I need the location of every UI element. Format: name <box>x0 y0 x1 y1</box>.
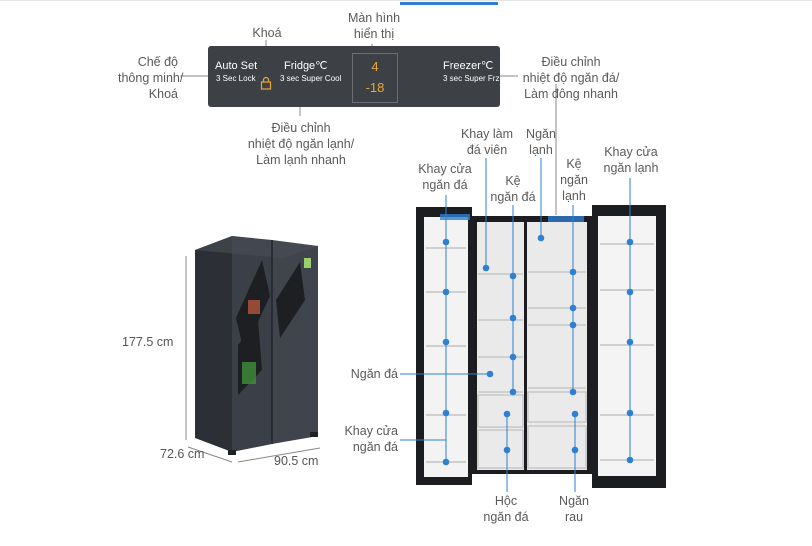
temperature-display: 4 -18 <box>352 53 398 103</box>
dimension-height: 177.5 cm <box>122 335 174 349</box>
active-tab-indicator <box>400 2 498 5</box>
freezer-temp-readout: -18 <box>365 80 385 95</box>
label-freezer-shelf: Kệ ngăn đá <box>490 174 536 204</box>
label-freezer-compartment: Ngăn đá <box>350 367 398 381</box>
label-freezer-adjust: Điều chỉnh nhiệt độ ngăn đá/ Làm đông nh… <box>522 55 620 101</box>
dimension-depth: 72.6 cm <box>160 447 205 461</box>
freezer-temp-sublabel: 3 sec Super Frz <box>443 74 500 83</box>
open-fridge-illustration <box>416 205 666 488</box>
dimension-lines <box>185 256 321 463</box>
freezer-temp-button[interactable]: Freezer℃ <box>443 60 494 72</box>
auto-set-button[interactable]: Auto Set <box>215 60 258 72</box>
label-lock: Khoá <box>252 26 282 40</box>
top-divider <box>0 0 812 1</box>
control-panel: Auto Set 3 Sec Lock Fridge℃ 3 sec Super … <box>208 46 500 107</box>
label-fridge-compartment: Ngăn lạnh <box>526 127 556 157</box>
label-ice-tray: Khay làm đá viên <box>460 127 514 157</box>
label-smart-mode: Chế độ thông minh/ Khoá <box>118 55 184 101</box>
callout-dots <box>442 234 634 466</box>
lock-icon <box>260 76 272 90</box>
label-freezer-box: Hộc ngăn đá <box>483 494 529 524</box>
label-display: Màn hình hiển thị <box>347 11 401 41</box>
label-freezer-door-tray-bottom: Khay cửa ngăn đá <box>344 424 398 454</box>
closed-fridge-illustration <box>195 236 318 455</box>
label-fridge-shelf: Kệ ngăn lạnh <box>560 157 588 203</box>
auto-set-sublabel: 3 Sec Lock <box>216 74 256 83</box>
fridge-temp-sublabel: 3 sec Super Cool <box>280 74 342 83</box>
label-freezer-door-tray-top: Khay cửa ngăn đá <box>418 162 472 192</box>
label-fridge-door-tray: Khay cửa ngăn lạnh <box>603 145 659 175</box>
fridge-temp-button[interactable]: Fridge℃ <box>284 60 328 72</box>
label-vegetable-drawer: Ngăn rau <box>559 494 589 524</box>
fridge-temp-readout: 4 <box>371 59 379 74</box>
label-fridge-adjust: Điều chỉnh nhiệt độ ngăn lạnh/ Làm lạnh … <box>247 121 355 167</box>
dimension-width: 90.5 cm <box>274 454 319 468</box>
